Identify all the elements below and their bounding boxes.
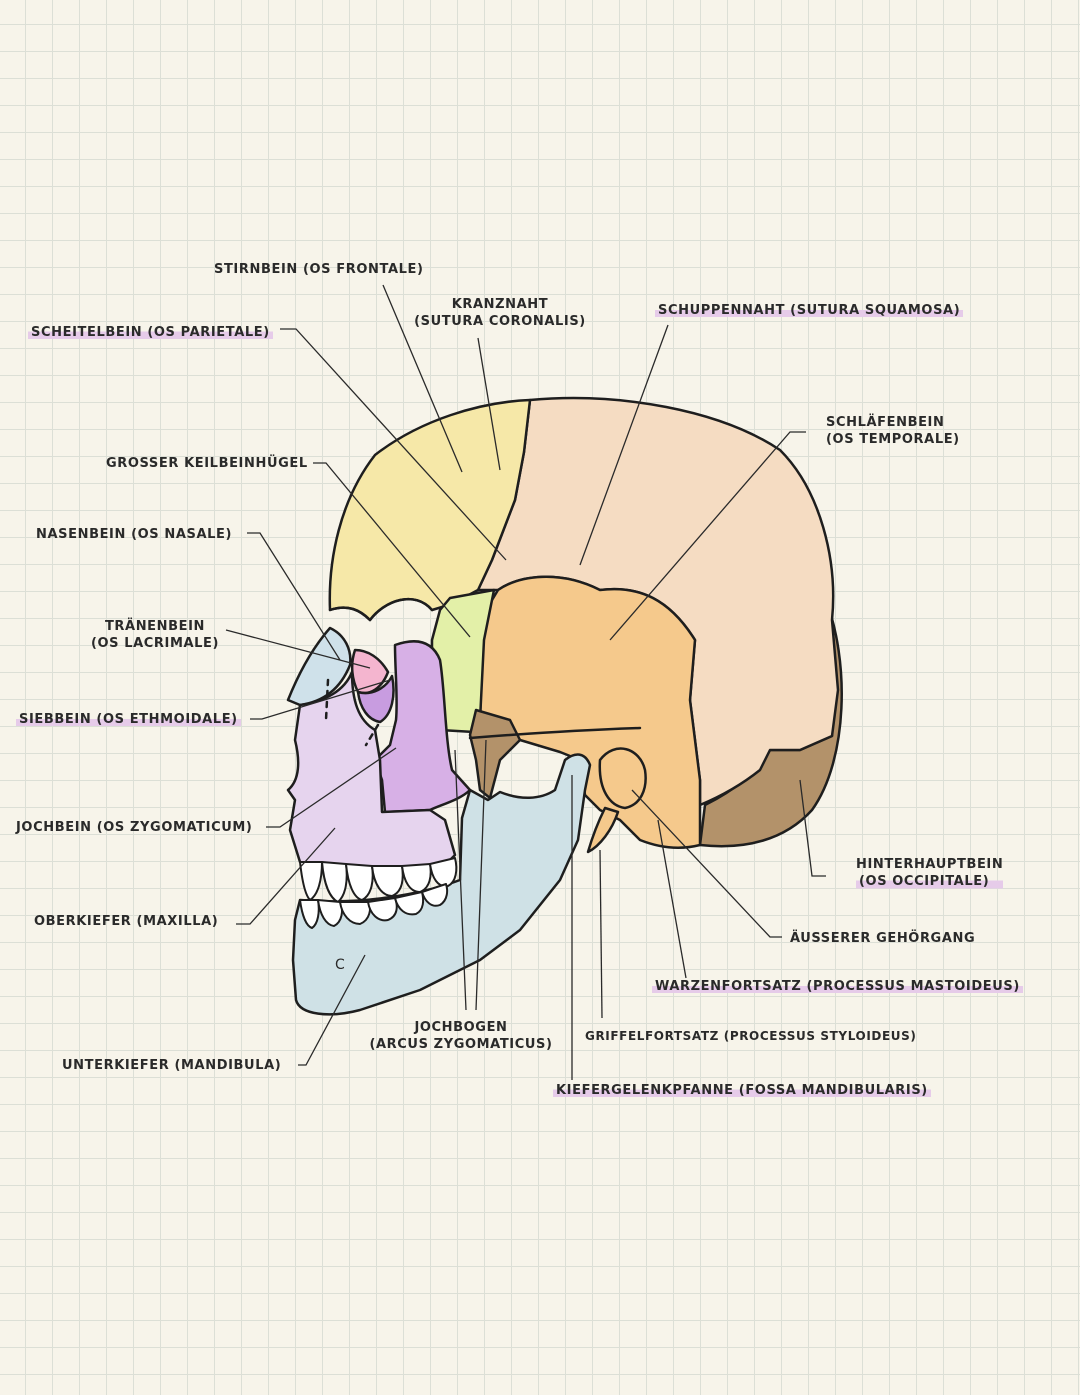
label-jochbogen: JOCHBOGEN (ARCUS ZYGOMATICUS)	[369, 1020, 553, 1052]
label-warzenfortsatz: WARZENFORTSATZ (PROCESSUS MASTOIDEUS)	[652, 978, 1023, 995]
label-gehoergang: ÄUSSERER GEHÖRGANG	[790, 931, 976, 946]
sphenoid-lower	[468, 708, 522, 800]
label-schlaefenbein: SCHLÄFENBEIN (OS TEMPORALE)	[826, 415, 960, 447]
label-scheitelbein: SCHEITELBEIN (OS PARIETALE)	[28, 324, 273, 341]
label-stirnbein: STIRNBEIN (OS FRONTALE)	[214, 262, 424, 277]
leader-lines	[225, 284, 826, 1080]
upper-teeth	[299, 857, 458, 903]
label-kiefergelenk: KIEFERGELENKPFANNE (FOSSA MANDIBULARIS)	[553, 1082, 931, 1099]
label-unterkiefer: UNTERKIEFER (MANDIBULA)	[62, 1058, 282, 1073]
zygomatic-arch	[468, 726, 642, 740]
label-traenenbein: TRÄNENBEIN (OS LACRIMALE)	[90, 619, 220, 651]
label-kranznaht: KRANZNAHT (SUTURA CORONALIS)	[414, 297, 586, 329]
label-hinterhauptbein: HINTERHAUPTBEIN (OS OCCIPITALE)	[856, 857, 1004, 890]
ethmoid-bone	[356, 674, 395, 724]
mandible-mark: C	[335, 957, 346, 973]
label-siebbein: SIEBBEIN (OS ETHMOIDALE)	[16, 711, 241, 728]
label-griffelfortsatz: GRIFFELFORTSATZ (PROCESSUS STYLOIDEUS)	[585, 1029, 917, 1043]
mandible-bone	[291, 753, 592, 1016]
lower-teeth	[299, 883, 449, 929]
label-jochbein: JOCHBEIN (OS ZYGOMATICUM)	[16, 820, 253, 835]
styloid-process	[586, 806, 620, 854]
label-oberkiefer: OBERKIEFER (MAXILLA)	[34, 914, 219, 929]
orbit-rim	[328, 597, 434, 622]
label-nasenbein: NASENBEIN (OS NASALE)	[36, 527, 233, 542]
label-schuppennaht: SCHUPPENNAHT (SUTURA SQUAMOSA)	[655, 302, 964, 319]
label-keilbein: GROSSER KEILBEINHÜGEL	[106, 456, 308, 471]
